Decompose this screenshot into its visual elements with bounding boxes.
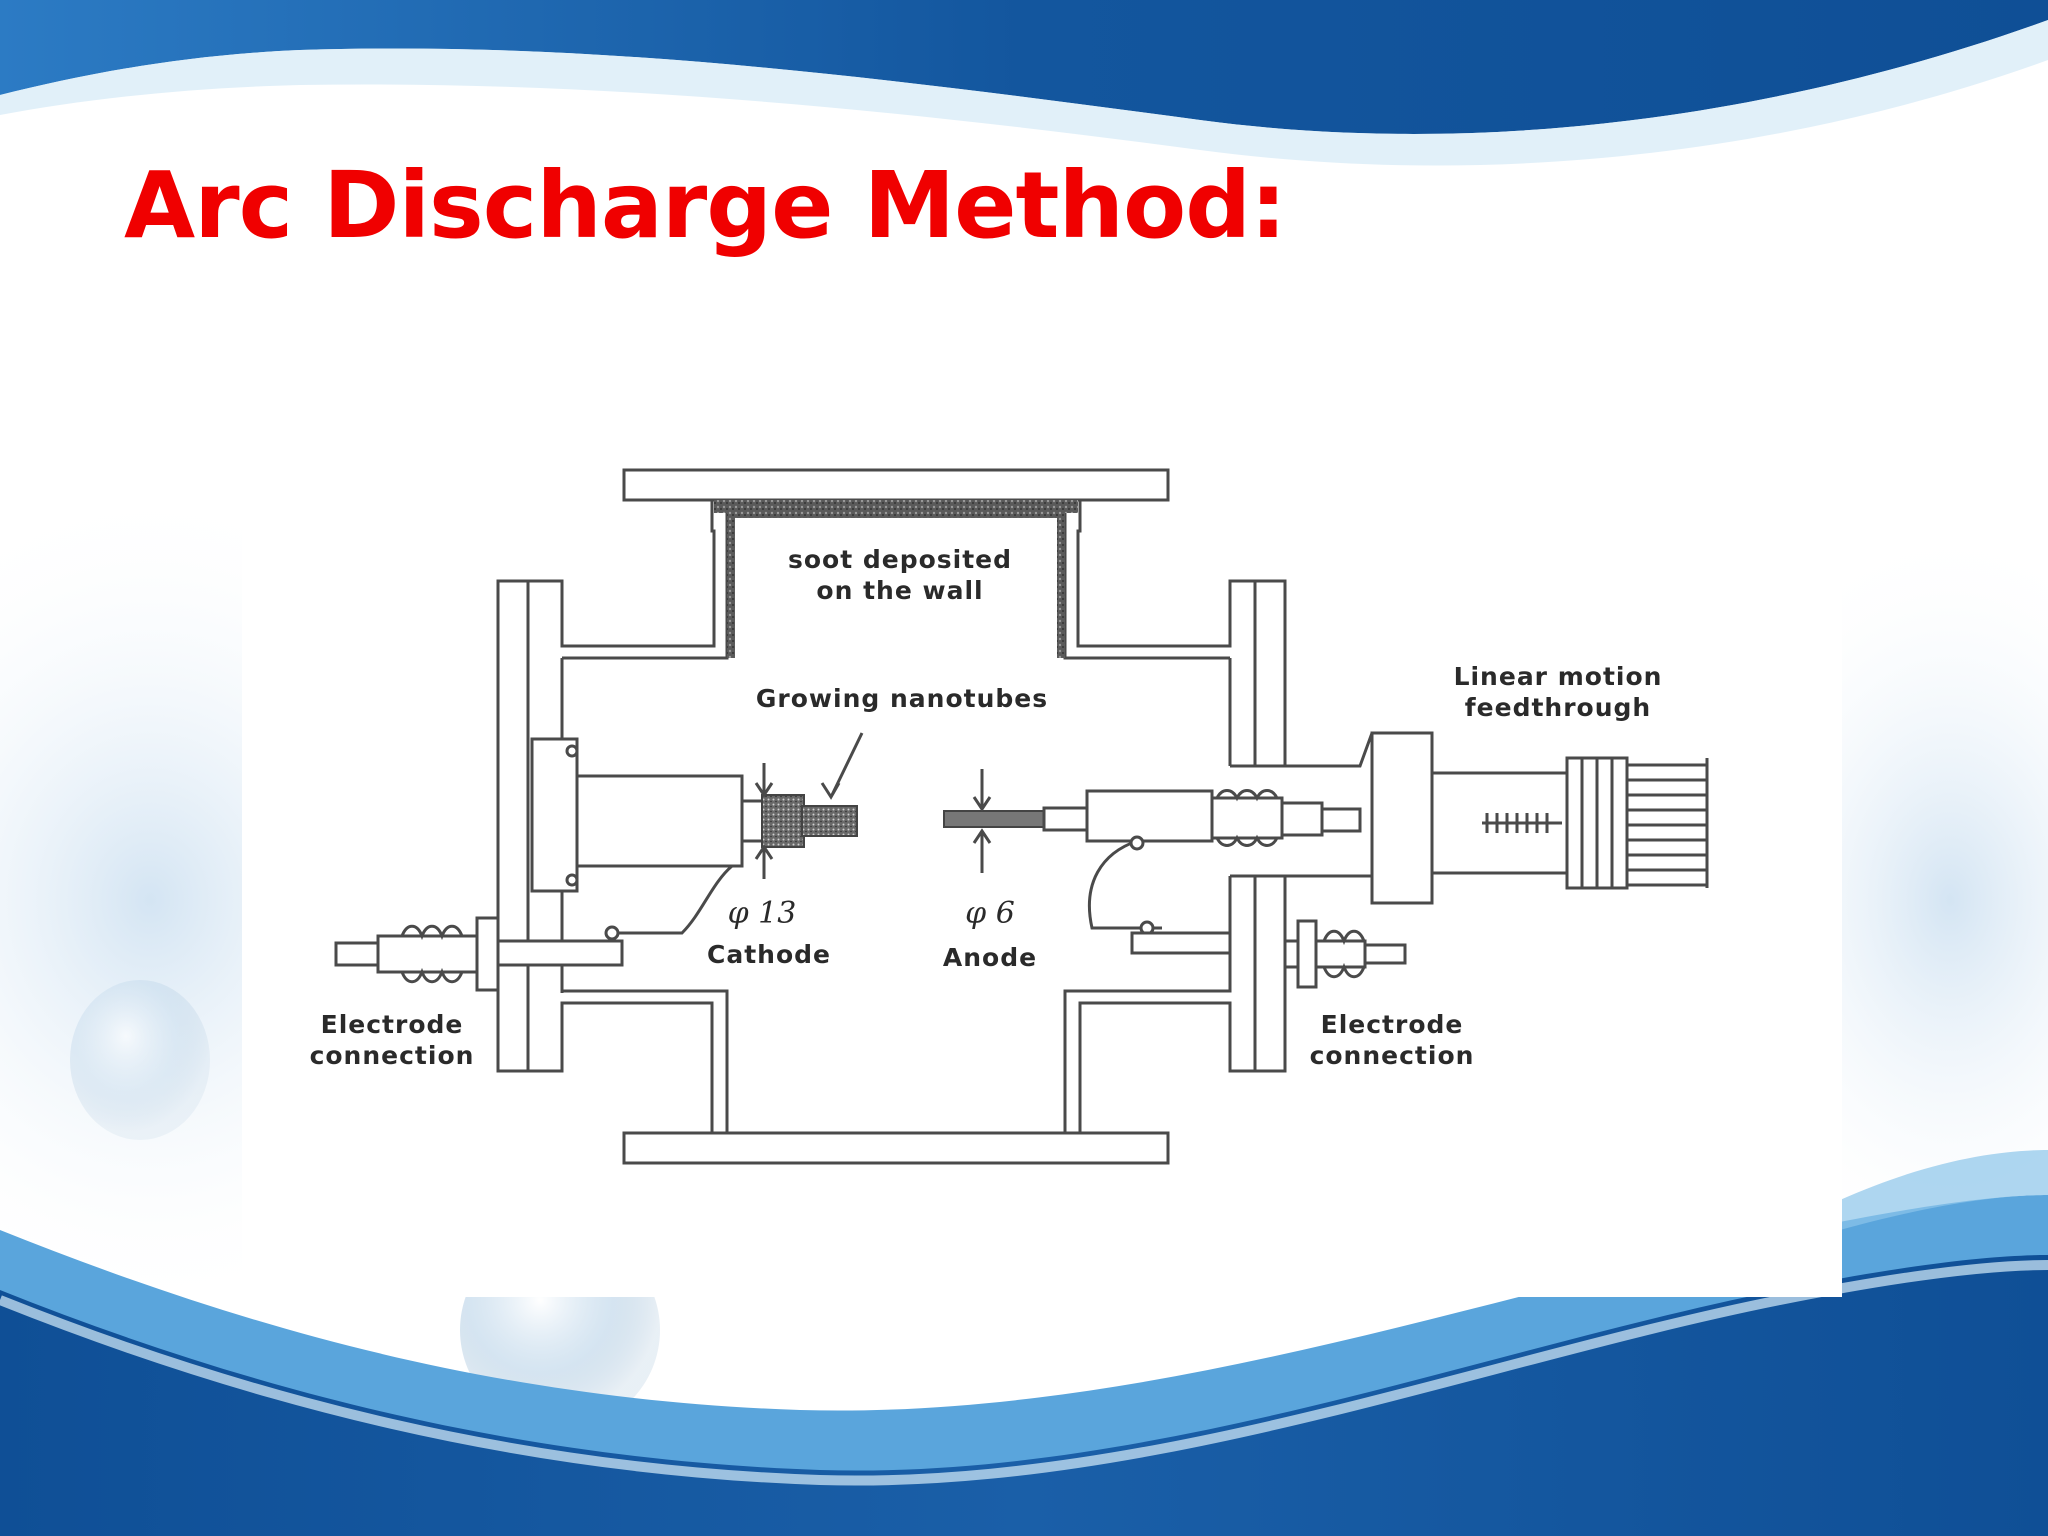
label-soot-line1: soot deposited [788, 545, 1012, 574]
label-linear-motion-line2: feedthrough [1465, 693, 1651, 722]
anode-assembly [943, 769, 1362, 955]
label-electrode-right-line2: connection [1310, 1041, 1475, 1070]
cathode-assembly [530, 737, 858, 941]
soot-deposit [714, 500, 1078, 658]
label-electrode-left-line1: Electrode [321, 1010, 464, 1039]
label-cathode: Cathode [707, 940, 831, 969]
label-linear-motion-line1: Linear motion [1454, 662, 1663, 691]
nanotubes-pointer [820, 732, 864, 800]
arc-discharge-apparatus-diagram: soot deposited on the wall Growing nanot… [310, 468, 1709, 1165]
nanotube-deposit [761, 794, 805, 848]
electrode-connection-left [334, 916, 624, 992]
label-cathode-diameter: φ 13 [728, 896, 797, 931]
slide-title: Arc Discharge Method: [124, 152, 1287, 259]
label-anode-diameter: φ 6 [965, 896, 1015, 931]
anode-rod [943, 810, 1045, 828]
label-electrode-right-line1: Electrode [1321, 1010, 1464, 1039]
label-anode: Anode [943, 943, 1037, 972]
figure-panel: soot deposited on the wall Growing nanot… [242, 433, 1842, 1297]
label-growing-nanotubes: Growing nanotubes [756, 684, 1048, 713]
linear-motion-feedthrough [1230, 731, 1709, 905]
vacuum-chamber [496, 468, 1287, 1165]
label-soot-line2: on the wall [816, 576, 983, 605]
electrode-connection-right [1283, 919, 1407, 989]
label-electrode-left-line2: connection [310, 1041, 475, 1070]
